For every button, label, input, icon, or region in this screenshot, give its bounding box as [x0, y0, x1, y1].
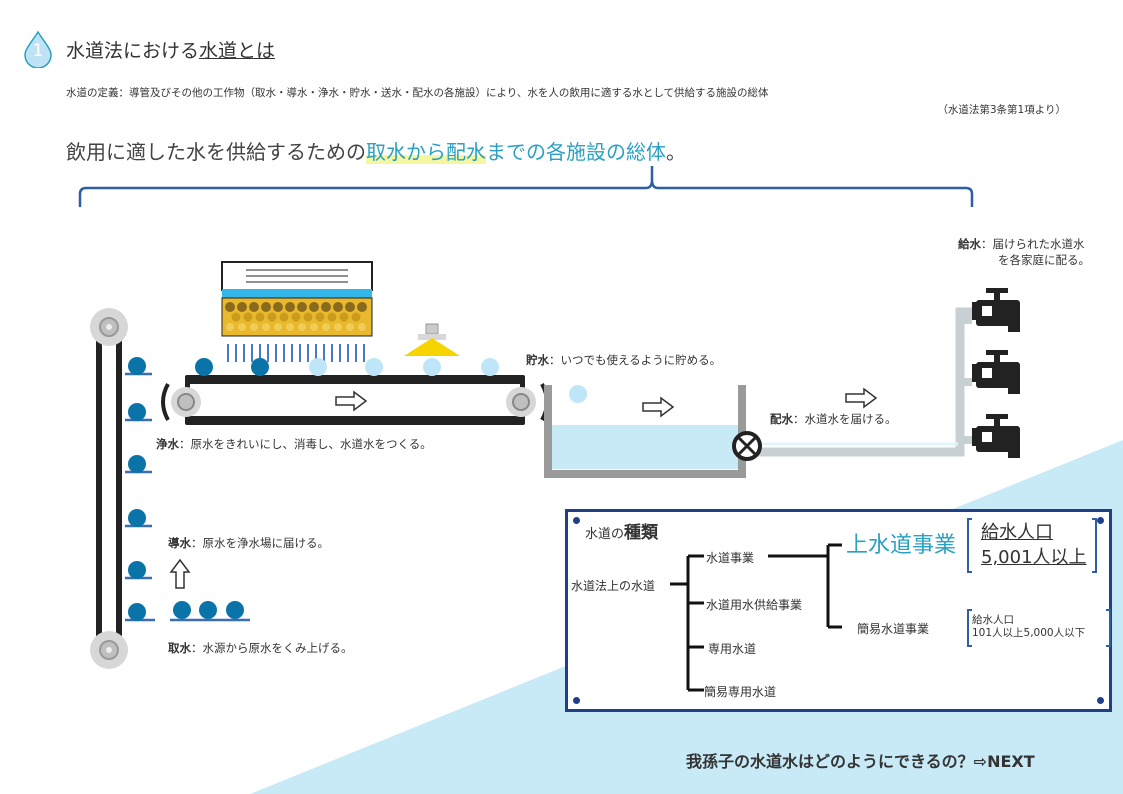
raw-water-drops — [170, 601, 250, 622]
up-arrow-icon — [169, 558, 191, 589]
purification-conveyor — [161, 358, 587, 425]
label-jousui: 浄水：原水をきれいにし、消毒し、水道水をつくる。 — [156, 436, 432, 452]
distribution-pipe — [732, 307, 972, 461]
right-arrow-icon — [845, 387, 878, 409]
stage-term: 配水 — [770, 412, 793, 426]
tree-root: 水道法上の水道 — [571, 579, 656, 593]
tagline: 飲用に適した水を供給するための取水から配水までの各施設の総体。 — [66, 136, 686, 165]
types-title-prefix: 水道の — [585, 527, 625, 542]
label-chosui: 貯水：いつでも使えるように貯める。 — [526, 352, 721, 368]
corner-dot — [573, 697, 580, 704]
title-plain: 水道法における — [66, 40, 200, 62]
faucet-icon — [972, 288, 1020, 332]
tree-branch: 水道用水供給事業 — [706, 598, 803, 612]
definition-text: 水道の定義：導管及びその他の工作物（取水・導水・浄水・貯水・送水・配水の各施設）… — [66, 87, 769, 99]
tagline-part: 配水 — [446, 140, 486, 164]
tree-branch: 専用水道 — [708, 642, 757, 656]
storage-tank — [544, 385, 746, 478]
stage-desc: ：水道水を届ける。 — [793, 412, 897, 426]
water-types-panel — [565, 509, 1112, 712]
stage-term: 浄水 — [156, 437, 179, 451]
next-link[interactable]: 我孫子の水道水はどのようにできるの？⇨NEXT — [686, 752, 1035, 771]
definition-source: （水道法第3条第1項より） — [937, 104, 1066, 116]
tagline-part: 飲用に適した水を供給するための — [66, 140, 366, 164]
tagline-part: 取水 — [366, 140, 406, 164]
main-population: 給水人口 5,001人以上 — [981, 520, 1087, 570]
stage-desc: ：原水をきれいにし、消毒し、水道水をつくる。 — [179, 437, 432, 451]
tagline-highlight: 取水から配水 — [366, 140, 486, 164]
stage-term: 貯水 — [526, 353, 549, 367]
label-dousui: 導水：原水を浄水場に届ける。 — [168, 535, 329, 551]
page-title: 水道法における水道とは — [66, 36, 275, 63]
label-kyusui: 給水：届けられた水道水 — [958, 236, 1085, 252]
tree-branch: 簡易専用水道 — [704, 685, 777, 699]
faucet-icons — [972, 288, 1020, 458]
disinfection-lamp-icon — [404, 323, 460, 356]
stage-term: 給水 — [958, 237, 981, 251]
stage-term: 導水 — [168, 536, 191, 550]
corner-dot — [1097, 697, 1104, 704]
population-line: 給水人口 — [981, 522, 1053, 543]
population-line: 給水人口 — [972, 614, 1014, 626]
right-arrow-icon — [642, 396, 675, 418]
tree-branch: 水道事業 — [706, 551, 755, 565]
label-kyusui-line2: を各家庭に配る。 — [998, 253, 1090, 267]
intake-conveyor — [90, 308, 250, 669]
stage-desc: ：届けられた水道水 — [981, 237, 1085, 251]
stage-term: 取水 — [168, 641, 191, 655]
label-haisui: 配水：水道水を届ける。 — [770, 411, 897, 427]
faucet-icon — [972, 414, 1020, 458]
corner-dot — [573, 517, 580, 524]
tagline-part: までの各施設の総体 — [486, 140, 666, 164]
heading-number: 1 — [32, 41, 44, 61]
heading-number-drop: 1 — [23, 30, 53, 69]
main-category: 上水道事業 — [846, 533, 957, 558]
stage-desc: ：水源から原水をくみ上げる。 — [191, 641, 353, 655]
types-title-bold: 種類 — [624, 523, 659, 543]
types-title: 水道の種類 — [585, 518, 658, 543]
stage-desc: ：いつでも使えるように貯める。 — [549, 353, 722, 367]
sub-category: 簡易水道事業 — [857, 622, 930, 636]
faucet-icon — [972, 350, 1020, 394]
tagline-part: 。 — [666, 140, 686, 164]
corner-dot — [1097, 517, 1104, 524]
population-line: 101人以上5,000人以下 — [972, 627, 1086, 639]
population-line: 5,001人以上 — [981, 547, 1087, 568]
filter-unit — [221, 261, 373, 362]
title-underlined: 水道とは — [199, 40, 276, 62]
label-shusui: 取水：水源から原水をくみ上げる。 — [168, 640, 352, 656]
tagline-part: から — [406, 140, 446, 164]
right-arrow-icon — [335, 390, 368, 412]
buckets — [125, 357, 155, 622]
brace — [78, 166, 974, 207]
stage-desc: ：原水を浄水場に届ける。 — [191, 536, 329, 550]
